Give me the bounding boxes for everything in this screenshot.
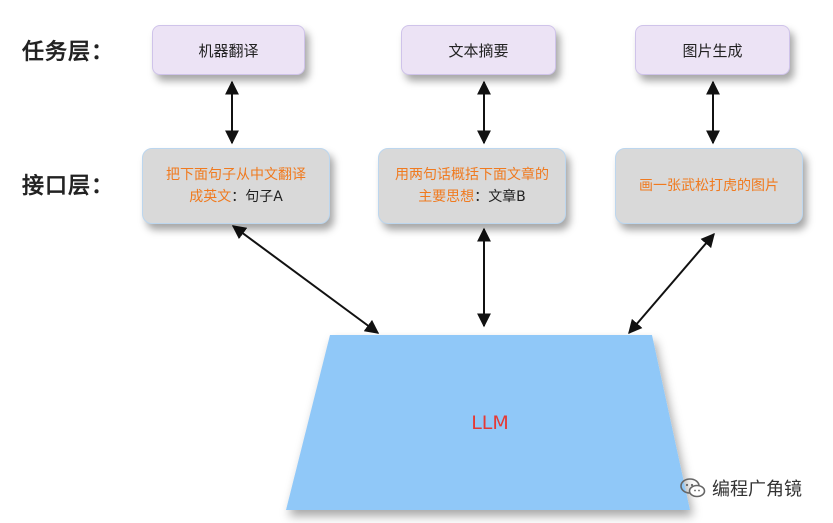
arrow-image-llm [628, 232, 715, 335]
interface-layer-label: 接口层： [22, 174, 115, 199]
translate-colon: ： [231, 189, 246, 205]
summary-prompt-line1: 用两句话概括下面文章的 [395, 167, 549, 183]
task-box-translate: 机器翻译 [152, 25, 305, 75]
summary-colon: ： [474, 189, 489, 205]
task-layer-label: 任务层： [22, 40, 115, 65]
interface-box-translate: 把下面句子从中文翻译 成英文：句子A [142, 148, 330, 224]
translate-prompt-line2: 成英文 [189, 189, 232, 205]
arrow-translate-llm [231, 225, 380, 334]
watermark: 编程广角镜 [680, 475, 802, 501]
llm-block [286, 335, 690, 510]
interface-box-image: 画一张武松打虎的图片 [615, 148, 803, 224]
interface-box-summary: 用两句话概括下面文章的 主要思想：文章B [378, 148, 566, 224]
task-box-summary: 文本摘要 [401, 25, 556, 75]
translate-input: 句子A [245, 189, 283, 205]
summary-input: 文章B [488, 189, 526, 205]
watermark-text: 编程广角镜 [712, 479, 802, 500]
image-prompt: 画一张武松打虎的图片 [639, 178, 779, 194]
task-box-image: 图片生成 [635, 25, 790, 75]
llm-label: LLM [471, 412, 509, 434]
translate-prompt-line1: 把下面句子从中文翻译 [166, 167, 306, 183]
summary-prompt-line2: 主要思想 [418, 189, 475, 205]
wechat-icon [680, 478, 706, 498]
